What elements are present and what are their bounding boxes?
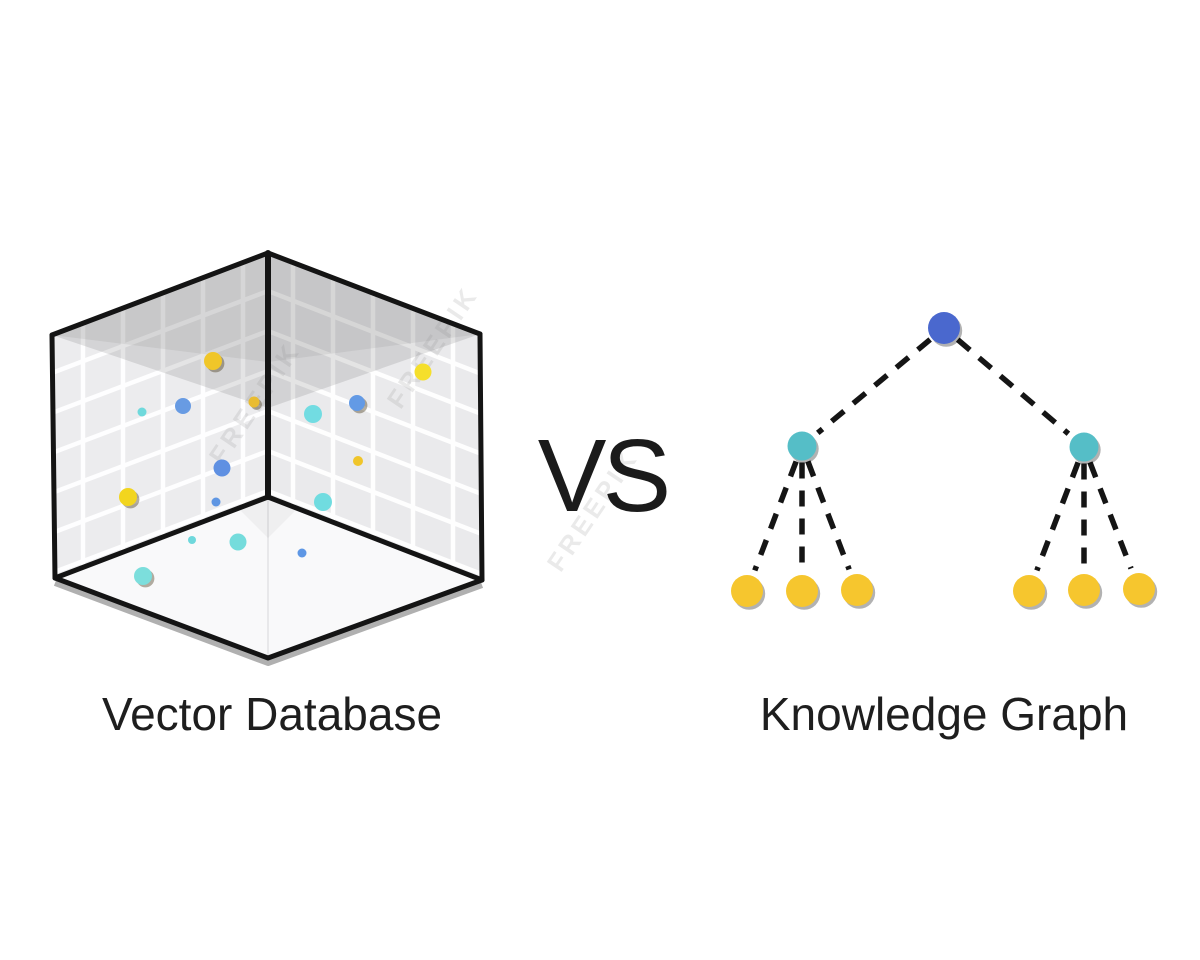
graph-node-leaf-r3 [1123,573,1155,605]
vector-point [304,405,322,423]
graph-node-root [928,312,960,344]
graph-edge-hub-right-leaf-r3 [1087,461,1134,570]
graph-node-leaf-l1 [731,575,763,607]
vector-point [188,536,196,544]
vs-label: VS [537,418,671,533]
vector-point [119,488,137,506]
graph-edge-hub-right-leaf-r1 [1034,461,1081,572]
graph-node-leaf-l2 [786,575,818,607]
cube-floor-corner-shade [238,497,298,538]
vector-point [297,548,307,558]
left-caption: Vector Database [101,688,443,740]
graph-edge-root-hub-left [816,337,932,436]
knowledge-graph [731,312,1158,610]
vector-point [229,533,247,551]
graph-edge-root-hub-right [955,337,1071,436]
graph-node-leaf-r1 [1013,575,1045,607]
knowledge-graph-nodes [731,312,1158,610]
graph-node-leaf-r2 [1068,574,1100,606]
graph-node-hub-right [1069,432,1099,462]
right-caption: Knowledge Graph [759,688,1129,740]
cube-left-wall [52,253,268,578]
graph-edge-hub-left-leaf-l3 [805,460,852,571]
graph-edge-hub-left-leaf-l1 [752,460,799,572]
vector-point [248,396,260,408]
graph-node-leaf-l3 [841,574,873,606]
vector-points [119,352,432,588]
knowledge-graph-edges [752,337,1134,572]
vector-point [353,456,363,466]
graph-node-hub-left [787,431,817,461]
vector-point [349,395,365,411]
vector-point [204,352,222,370]
cube-edges [49,250,485,661]
vector-point [213,459,231,477]
vector-database-cube: FREEPIK FREEPIK [49,250,485,666]
cube-drop-shadow [53,580,484,666]
cube-grid-right [268,253,482,580]
vector-point [414,363,432,381]
vector-point [137,407,147,417]
vector-point [211,497,221,507]
vector-point [134,567,152,585]
vector-point [314,493,332,511]
vector-point [175,398,191,414]
